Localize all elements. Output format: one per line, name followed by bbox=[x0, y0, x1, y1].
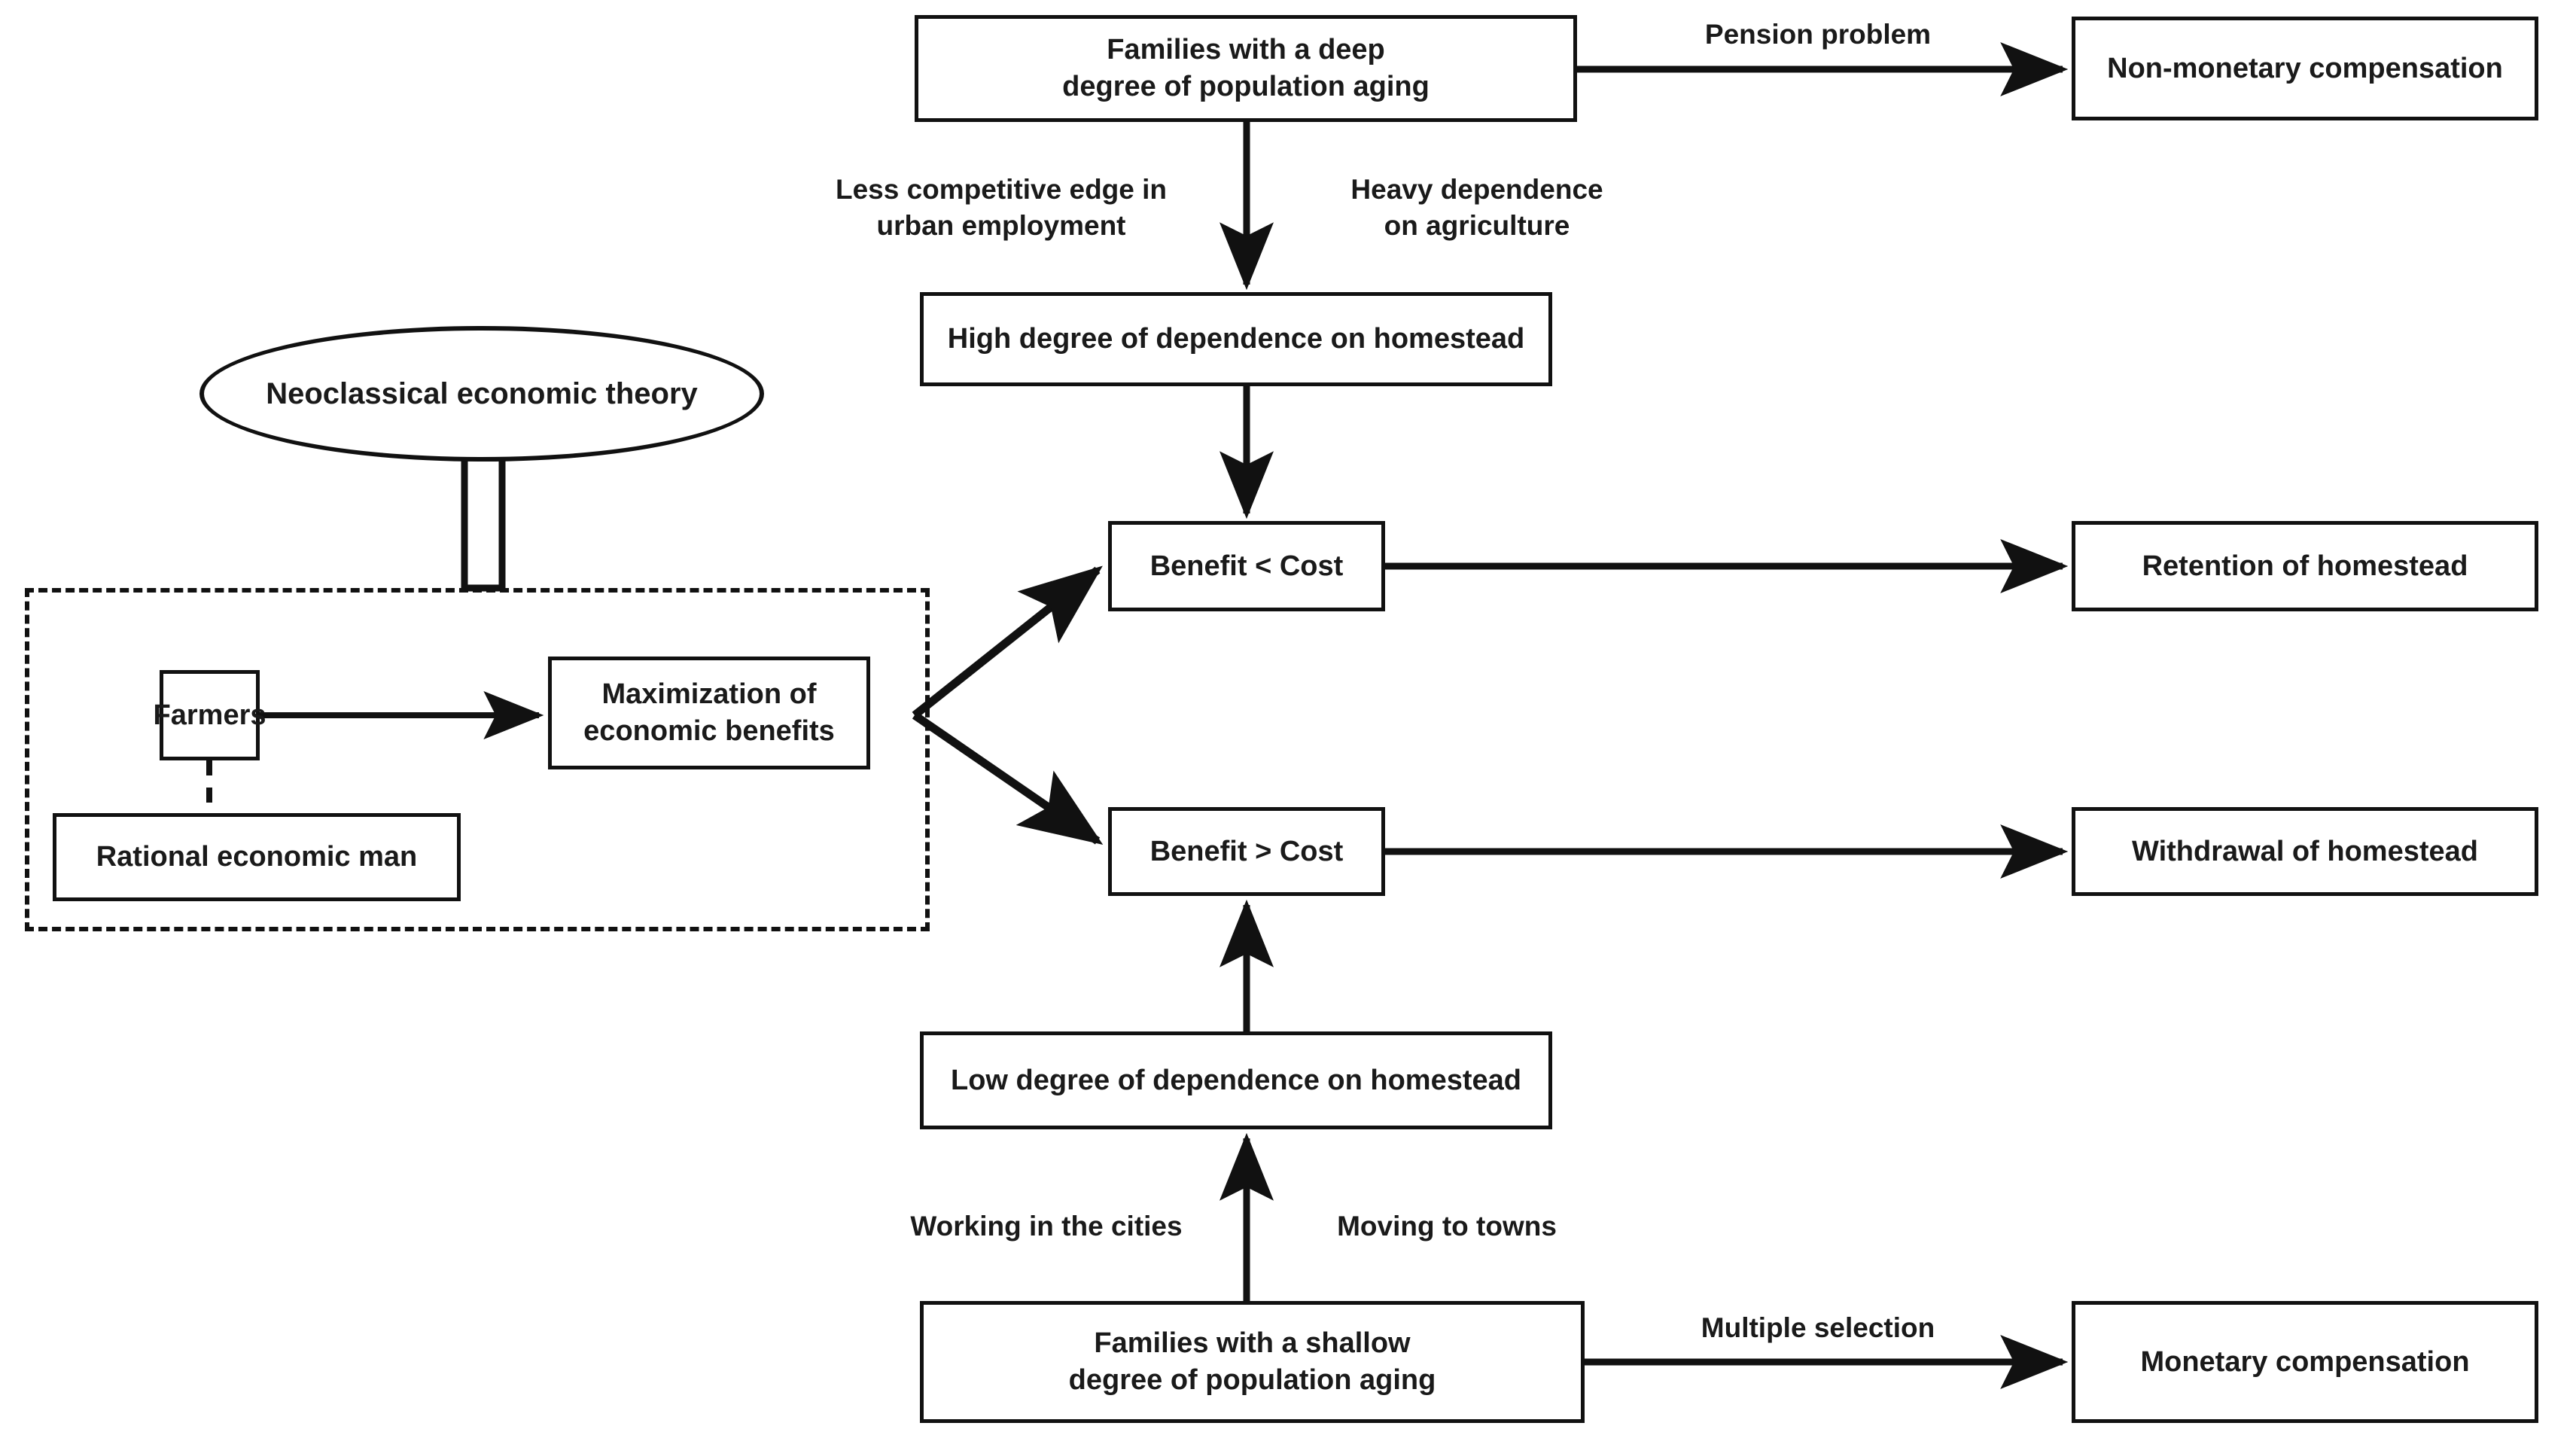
node-neoclassical-economic-theory[interactable]: Neoclassical economic theory bbox=[199, 326, 764, 462]
edge-label-working-in-the-cities: Working in the cities bbox=[910, 1211, 1183, 1242]
node-label: Benefit > Cost bbox=[1149, 835, 1344, 867]
node-label: Families with a deep degree of populatio… bbox=[1062, 34, 1430, 102]
node-label: Monetary compensation bbox=[2140, 1345, 2470, 1378]
node-label: Families with a shallow degree of popula… bbox=[1068, 1327, 1436, 1396]
node-label: Low degree of dependence on homestead bbox=[950, 1064, 1521, 1096]
edge-label-pension-problem: Pension problem bbox=[1704, 19, 1932, 50]
node-families-shallow-aging[interactable]: Families with a shallow degree of popula… bbox=[920, 1301, 1585, 1423]
edge-label-moving-to-towns: Moving to towns bbox=[1337, 1211, 1557, 1242]
node-maximization-of-economic-benefits[interactable]: Maximization of economic benefits bbox=[548, 657, 870, 769]
node-monetary-compensation[interactable]: Monetary compensation bbox=[2072, 1301, 2538, 1423]
node-label: Neoclassical economic theory bbox=[266, 376, 698, 410]
edge-label-less-competitive-edge: Less competitive edge in urban employmen… bbox=[835, 174, 1168, 242]
edge-label-multiple-selection: Multiple selection bbox=[1701, 1312, 1935, 1343]
node-label: Rational economic man bbox=[96, 841, 418, 873]
node-label: Withdrawal of homestead bbox=[2132, 835, 2478, 867]
node-label: Non-monetary compensation bbox=[2107, 52, 2503, 84]
node-low-degree-dependence-homestead[interactable]: Low degree of dependence on homestead bbox=[920, 1031, 1552, 1129]
node-label: High degree of dependence on homestead bbox=[947, 323, 1525, 355]
node-benefit-greater-than-cost[interactable]: Benefit > Cost bbox=[1108, 807, 1385, 896]
node-label: Benefit < Cost bbox=[1149, 550, 1344, 582]
node-retention-of-homestead[interactable]: Retention of homestead bbox=[2072, 521, 2538, 611]
node-label: Maximization of economic benefits bbox=[583, 678, 835, 747]
node-label: Farmers bbox=[153, 699, 266, 731]
node-high-degree-dependence-homestead[interactable]: High degree of dependence on homestead bbox=[920, 292, 1552, 386]
edge-label-heavy-dependence-agriculture: Heavy dependence on agriculture bbox=[1350, 174, 1603, 242]
edge-maximization-to-benefit-gt bbox=[912, 711, 1104, 845]
node-rational-economic-man[interactable]: Rational economic man bbox=[53, 813, 461, 901]
node-withdrawal-of-homestead[interactable]: Withdrawal of homestead bbox=[2072, 807, 2538, 896]
edge-maximization-to-benefit-lt bbox=[912, 565, 1103, 719]
node-farmers[interactable]: Farmers bbox=[154, 670, 266, 760]
node-families-deep-aging[interactable]: Families with a deep degree of populatio… bbox=[915, 15, 1577, 122]
node-label: Retention of homestead bbox=[2142, 550, 2468, 582]
node-non-monetary-compensation[interactable]: Non-monetary compensation bbox=[2072, 17, 2538, 120]
node-benefit-less-than-cost[interactable]: Benefit < Cost bbox=[1108, 521, 1385, 611]
